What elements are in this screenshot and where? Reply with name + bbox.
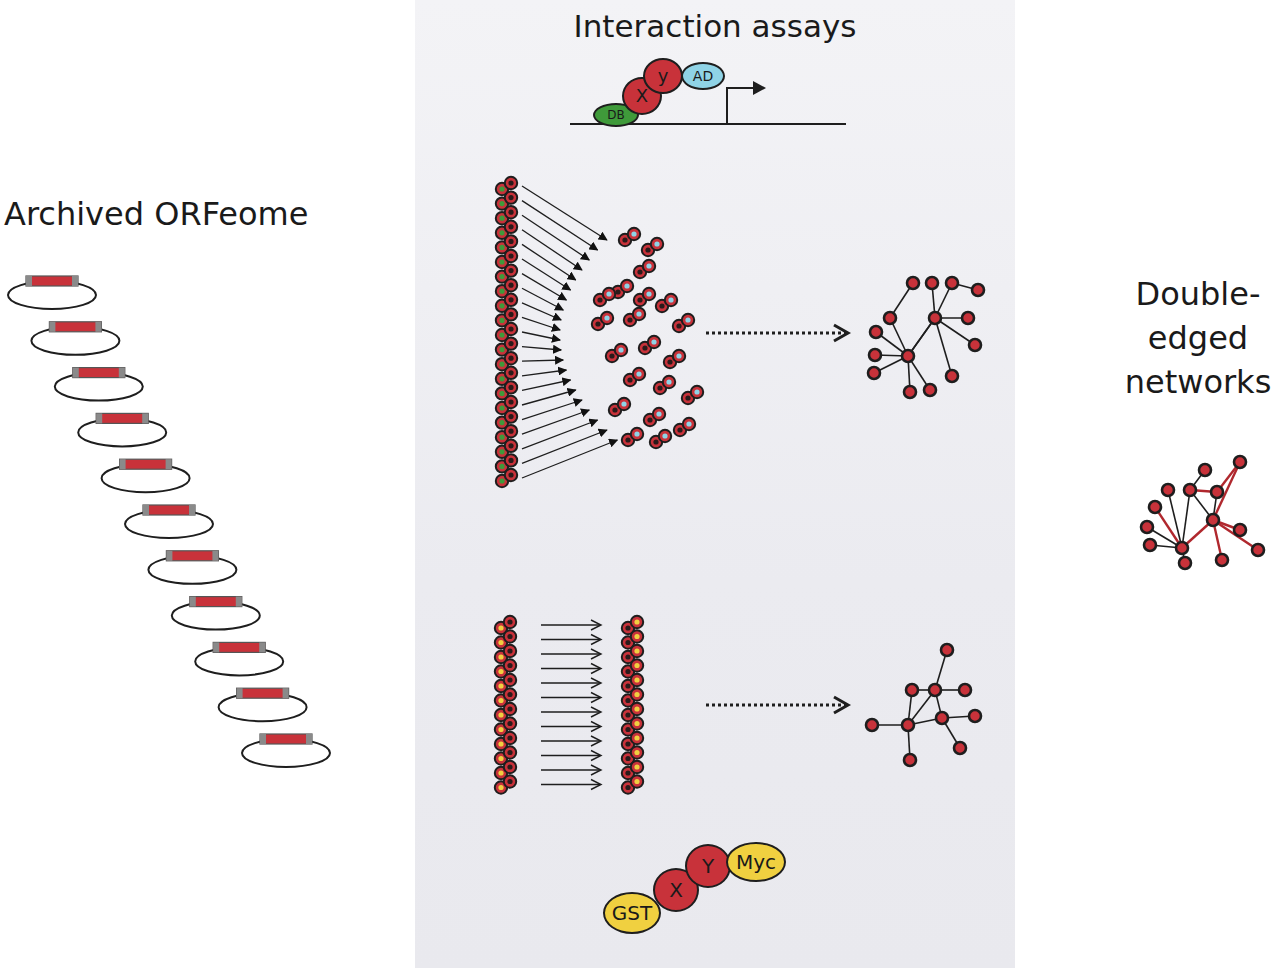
network-node <box>1179 557 1191 569</box>
activation-domain: AD <box>681 62 725 90</box>
network-node <box>1144 539 1156 551</box>
domain-label: y <box>658 67 669 85</box>
network-edge-second <box>1217 462 1240 492</box>
network-node <box>1141 521 1153 533</box>
orf-insert <box>260 734 312 744</box>
network-edge-second <box>1213 520 1258 550</box>
network-edge <box>1190 470 1205 490</box>
orf-insert <box>120 459 172 469</box>
network-node <box>1216 554 1228 566</box>
prey-protein: y <box>643 58 683 94</box>
orf-insert <box>213 642 265 652</box>
orf-insert <box>166 551 218 561</box>
network-label: Double- edged networks <box>1112 272 1280 404</box>
orf-insert <box>237 688 289 698</box>
orf-insert <box>190 597 242 607</box>
insert-end <box>213 642 219 652</box>
network-node <box>1199 464 1211 476</box>
insert-end <box>236 597 242 607</box>
network-edge <box>1147 527 1182 548</box>
network-edge-second <box>1213 520 1240 530</box>
domain-label: Y <box>702 856 714 876</box>
orf-insert <box>143 505 195 515</box>
insert-end <box>142 413 148 423</box>
network-node <box>1211 486 1223 498</box>
orf-insert <box>73 368 125 378</box>
insert-end <box>237 688 243 698</box>
orf-insert <box>96 413 148 423</box>
gst-tag: GST <box>603 892 661 934</box>
plasmid-ring <box>102 464 190 492</box>
insert-end <box>95 322 101 332</box>
plasmid-ring <box>172 602 260 630</box>
insert-end <box>72 276 78 286</box>
plasmid-ring <box>219 693 307 721</box>
insert-end <box>166 551 172 561</box>
orf-insert <box>26 276 78 286</box>
insert-end <box>306 734 312 744</box>
network-edge-second <box>1190 490 1217 492</box>
plasmid-ring <box>242 739 330 767</box>
network-node <box>1149 501 1161 513</box>
myc-tag: Myc <box>726 842 786 882</box>
plasmid-ring <box>55 373 143 401</box>
network-node <box>1234 524 1246 536</box>
network-edge-second <box>1155 507 1182 548</box>
insert-end <box>120 459 126 469</box>
network-edge <box>1182 548 1185 563</box>
insert-end <box>260 734 266 744</box>
prey-protein: Y <box>685 844 731 888</box>
domain-label: GST <box>612 903 652 923</box>
network-edge <box>1182 490 1190 548</box>
insert-end <box>166 459 172 469</box>
plasmid-ring <box>78 418 166 446</box>
orf-insert <box>49 322 101 332</box>
network-double <box>1141 456 1264 569</box>
insert-end <box>283 688 289 698</box>
plasmid-ring <box>148 556 236 584</box>
network-node <box>1252 544 1264 556</box>
library-label: Archived ORFeome <box>4 192 349 236</box>
network-edge <box>1150 545 1182 548</box>
network-edge <box>1213 492 1217 520</box>
network-node <box>1184 484 1196 496</box>
domain-label: X <box>669 880 683 900</box>
plasmid-ring <box>8 281 96 309</box>
plasmid-stack <box>8 276 330 767</box>
insert-end <box>73 368 79 378</box>
network-node <box>1162 484 1174 496</box>
insert-end <box>26 276 32 286</box>
domain-label: DB <box>607 109 624 121</box>
network-edge <box>1168 490 1182 548</box>
network-node <box>1207 514 1219 526</box>
insert-end <box>119 368 125 378</box>
plasmid-ring <box>125 510 213 538</box>
network-edge-second <box>1213 462 1240 520</box>
insert-end <box>189 505 195 515</box>
plasmid-ring <box>31 327 119 355</box>
network-node <box>1176 542 1188 554</box>
domain-label: Myc <box>736 852 776 872</box>
network-edge-second <box>1213 520 1222 560</box>
insert-end <box>190 597 196 607</box>
assay-panel: Interaction assaysDBXyADGSTXYMyc <box>415 0 1015 968</box>
panel-heading: Interaction assays <box>415 8 1015 44</box>
insert-end <box>49 322 55 332</box>
domain-label: X <box>636 87 648 105</box>
network-edge <box>1190 490 1213 520</box>
network-edge-second <box>1182 520 1213 548</box>
insert-end <box>143 505 149 515</box>
insert-end <box>96 413 102 423</box>
domain-label: AD <box>693 69 713 83</box>
insert-end <box>259 642 265 652</box>
network-node <box>1234 456 1246 468</box>
insert-end <box>212 551 218 561</box>
plasmid-ring <box>195 647 283 675</box>
